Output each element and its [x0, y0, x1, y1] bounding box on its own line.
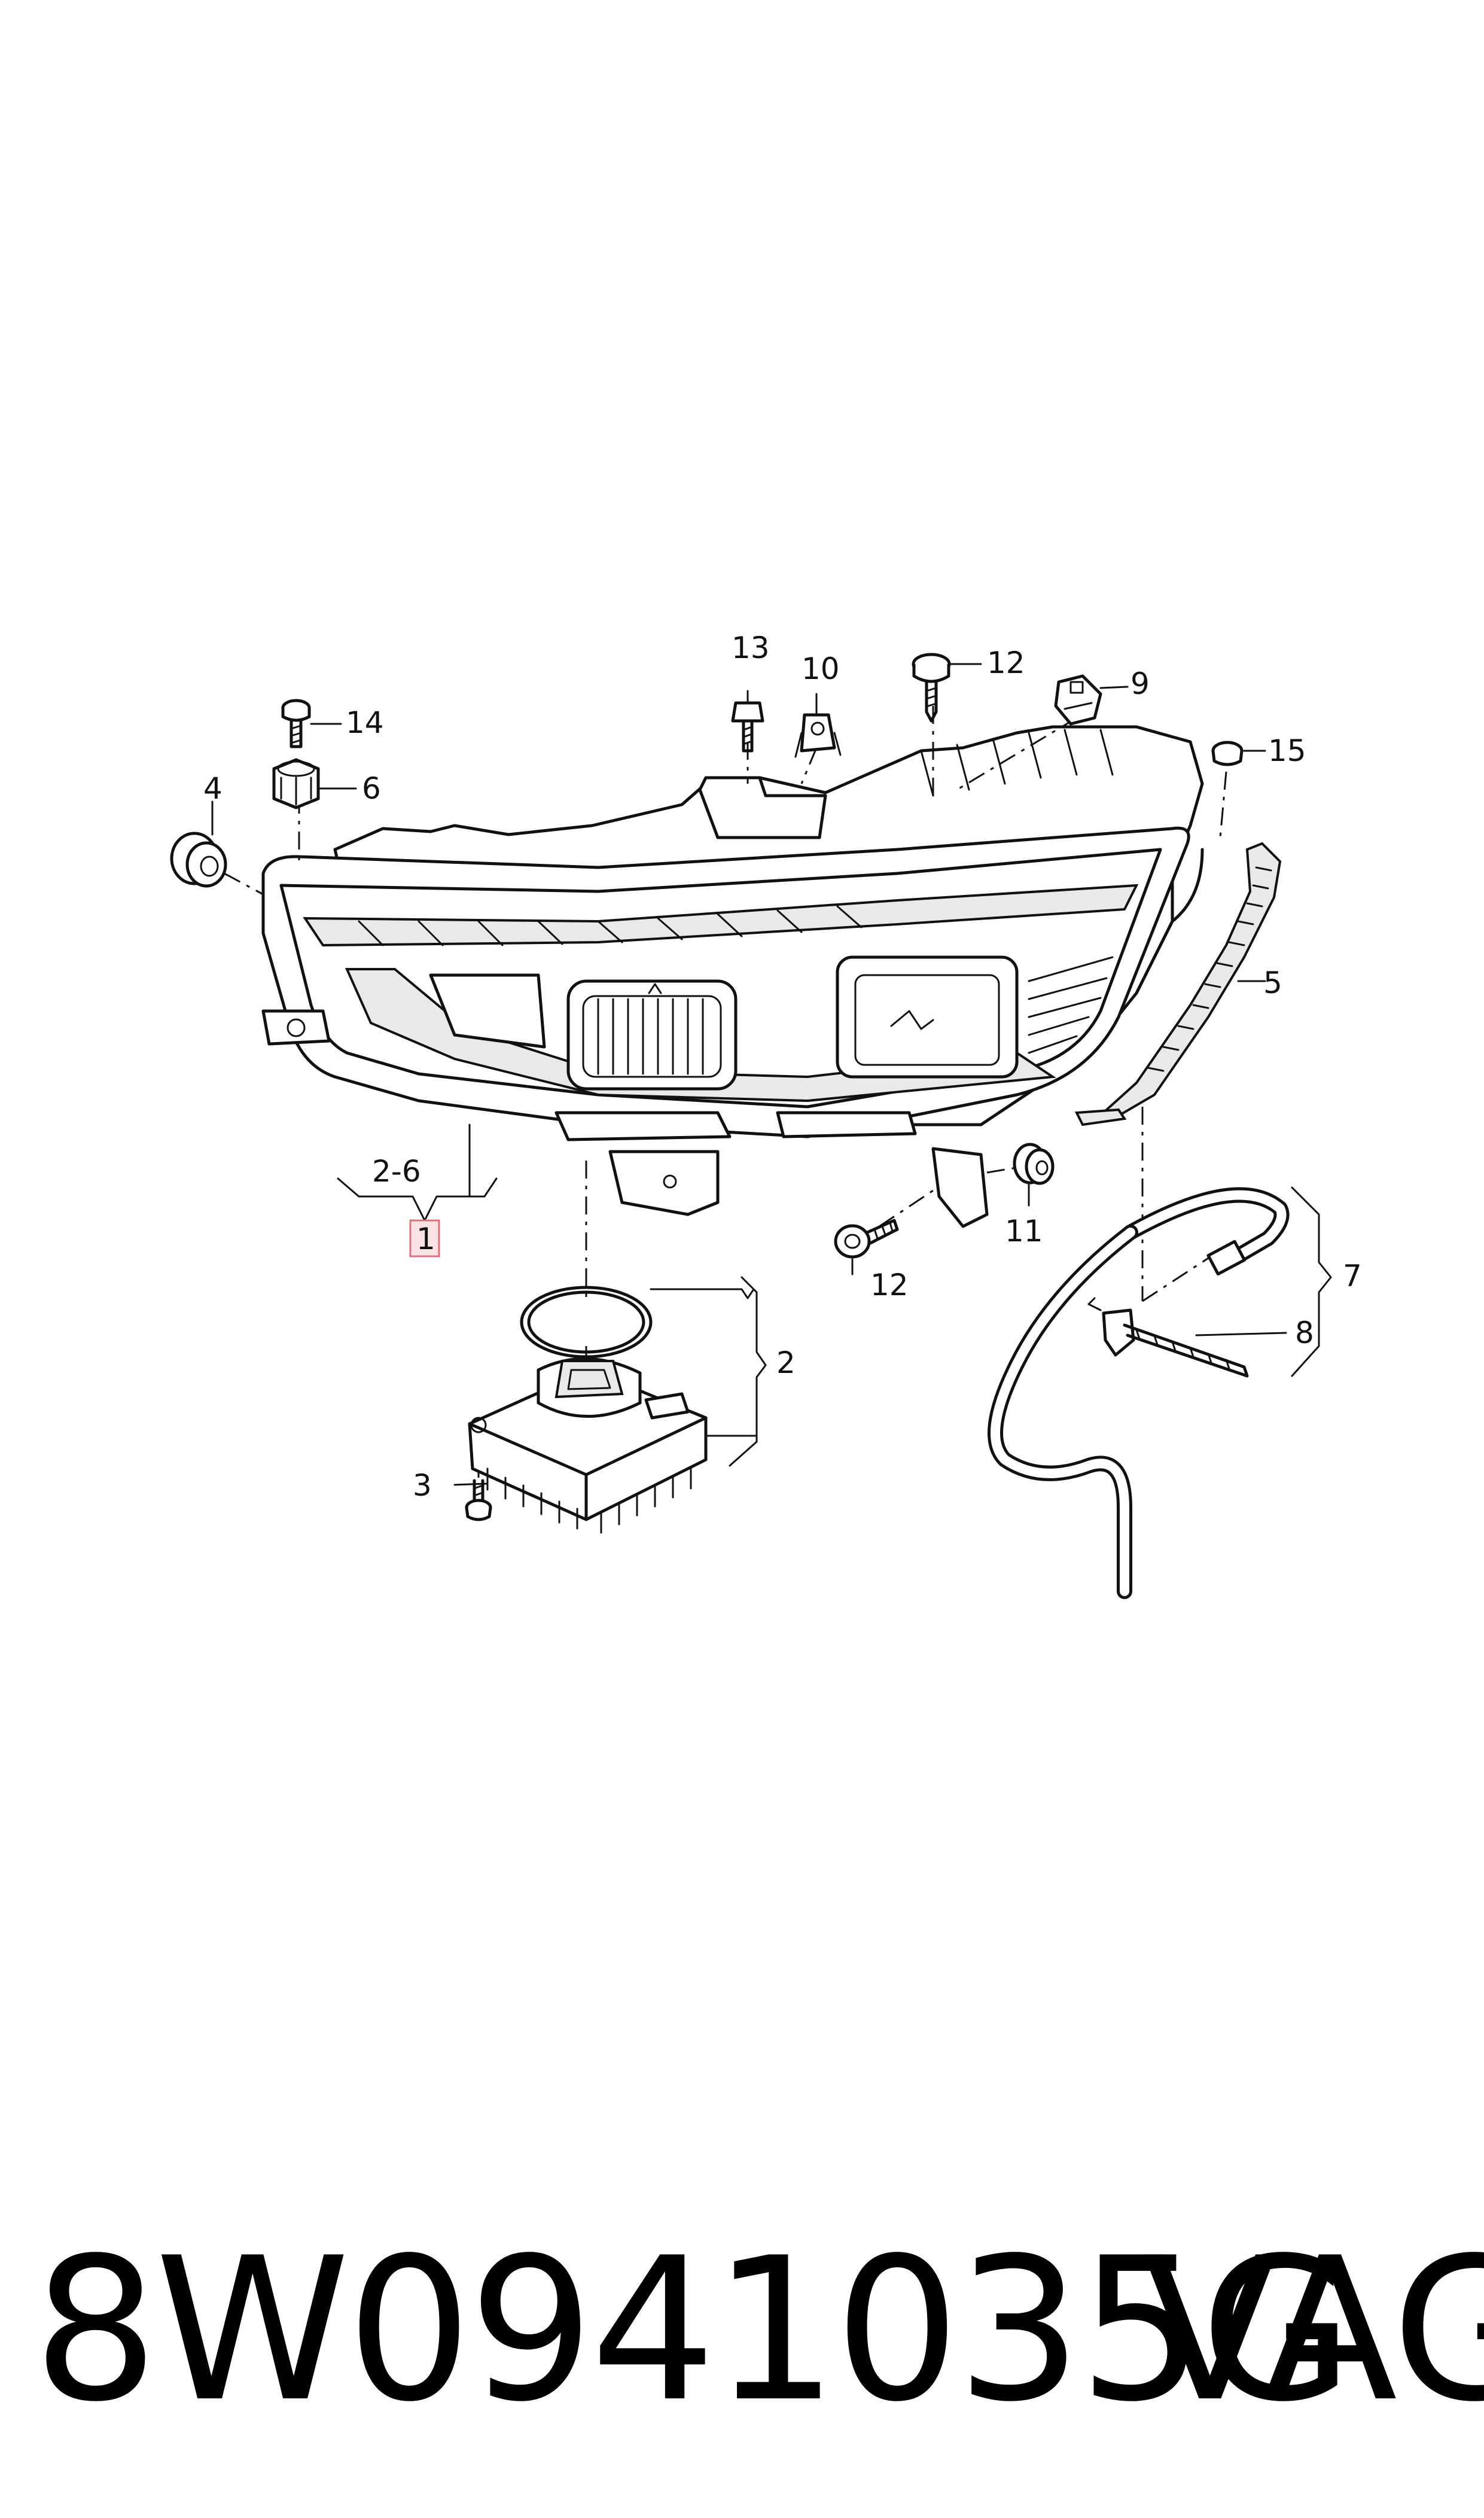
- callout-6: 6: [362, 771, 381, 806]
- clip-nut-part-10: [794, 713, 842, 758]
- callout-2: 2: [776, 1345, 796, 1380]
- callout-3: 3: [413, 1468, 432, 1503]
- callout-1: 1: [416, 1222, 435, 1256]
- adjuster-part-6: [272, 758, 320, 809]
- bolt-part-14: [281, 699, 311, 748]
- control-module-part-2: [468, 1286, 708, 1534]
- callout-9: 9: [1130, 666, 1150, 701]
- callout-5: 5: [1263, 966, 1282, 1000]
- callout-11: 11: [1005, 1214, 1043, 1249]
- callout-7: 7: [1343, 1259, 1362, 1293]
- bolt-part-13: [731, 701, 764, 753]
- screw-part-12-bottom: [834, 1219, 899, 1259]
- screw-part-15: [1211, 741, 1244, 766]
- callout-14: 14: [346, 705, 384, 740]
- callout-13: 13: [732, 631, 770, 665]
- headlamp-housing: [261, 725, 1204, 1228]
- screw-part-3: [465, 1479, 492, 1521]
- callout-2-6: 2-6: [372, 1154, 421, 1189]
- item-1-highlight-box: [409, 1219, 440, 1258]
- seal-part-5: [1074, 842, 1282, 1126]
- clip-part-9: [1054, 674, 1102, 726]
- cable-tie-part-8: [1087, 1297, 1249, 1378]
- brand-text: VAG: [1142, 2215, 1484, 2445]
- cap-part-4: [170, 832, 227, 888]
- grommet-part-11: [1013, 1143, 1055, 1185]
- callout-12-top: 12: [987, 646, 1025, 680]
- screw-part-12-top: [912, 653, 951, 723]
- callout-labels: 1 2-6 2 3 4 5 6 7 8 9 10 11 12 12 13 14 …: [203, 631, 1362, 1503]
- callout-15: 15: [1268, 733, 1306, 768]
- callout-10: 10: [802, 651, 840, 686]
- callout-12-bottom: 12: [870, 1268, 909, 1302]
- part-number-text: 8W0941035G: [33, 2215, 1354, 2445]
- cable-part-7: [988, 1187, 1290, 1599]
- callout-8: 8: [1295, 1316, 1314, 1350]
- callout-4: 4: [203, 771, 223, 806]
